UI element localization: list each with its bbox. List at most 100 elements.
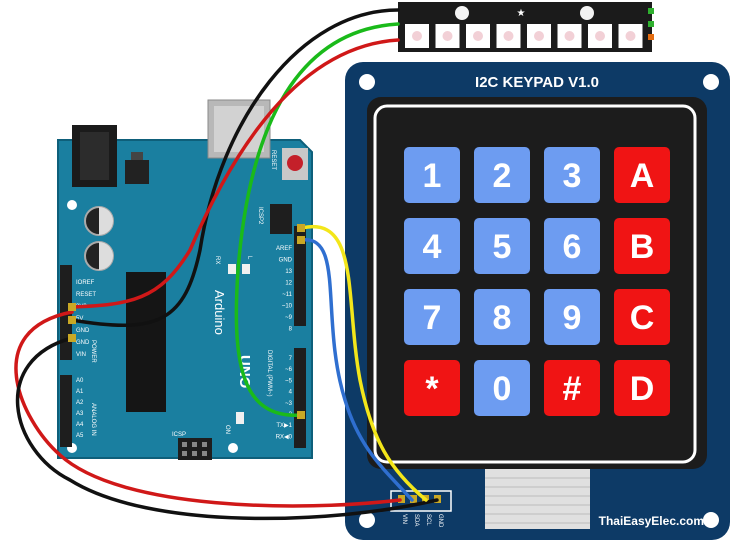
star-icon: ★ [517, 8, 526, 19]
pin-label: ~11 [282, 292, 292, 298]
pin-label: 5V [76, 316, 83, 322]
icsp2-header [270, 204, 292, 234]
key-2[interactable]: 2 [474, 147, 530, 203]
digital-header-top [294, 226, 306, 326]
key-0[interactable]: 0 [474, 360, 530, 416]
key-8[interactable]: 8 [474, 289, 530, 345]
wire-black-keypad-gnd [16, 336, 439, 521]
arduino-brand: Arduino [212, 290, 227, 335]
key-face [544, 289, 600, 345]
pin-label: GND [279, 258, 293, 264]
led-die [625, 31, 636, 41]
key-3[interactable]: 3 [544, 147, 600, 203]
pin-label: A1 [76, 389, 84, 395]
key-face [474, 289, 530, 345]
key-6[interactable]: 6 [544, 218, 600, 274]
key-9[interactable]: 9 [544, 289, 600, 345]
led-die [412, 31, 422, 41]
key-label: 3 [563, 157, 582, 195]
led-die [564, 31, 575, 41]
on-led [236, 412, 244, 424]
key-label: A [630, 157, 655, 195]
digital-header-bottom [294, 348, 306, 448]
pin-label: 4 [289, 390, 293, 396]
on-label: ON [224, 425, 230, 434]
keypad-pin [398, 495, 405, 503]
pin-label: 13 [285, 269, 292, 275]
pin-label: GND [76, 340, 90, 346]
key-label: 4 [423, 228, 442, 266]
analog-section-label: ANALOG IN [90, 403, 96, 436]
l-label: L [246, 256, 252, 260]
key-C[interactable]: C [614, 289, 670, 345]
led-die [442, 31, 453, 41]
key-face [614, 218, 670, 274]
pin-label: ~3 [285, 401, 293, 407]
led-die [595, 31, 605, 41]
key-label: 5 [493, 228, 512, 266]
key-label: 7 [423, 299, 442, 337]
wire-red-keypad-vin [14, 310, 402, 508]
pin-label: IOREF [76, 280, 95, 286]
key-D[interactable]: D [614, 360, 670, 416]
key-face [404, 218, 460, 274]
pin-label: ~10 [282, 304, 293, 310]
pin-label: TX▶1 [276, 423, 292, 429]
key-1[interactable]: 1 [404, 147, 460, 203]
keypad-title: I2C KEYPAD V1.0 [475, 74, 599, 91]
pin-label: ~9 [285, 315, 293, 321]
pin-label: VIN [76, 352, 86, 358]
icsp-label: ICSP [172, 432, 186, 438]
neopixel-strip: ★ [398, 2, 654, 52]
key-#[interactable]: # [544, 360, 600, 416]
key-*[interactable]: * [404, 360, 460, 416]
wire-red-strip-power [70, 38, 400, 309]
key-5[interactable]: 5 [474, 218, 530, 274]
pin-label: 8 [289, 327, 293, 333]
wire-blue-sda [300, 238, 414, 502]
keypad-pin-label: GND [437, 514, 443, 528]
led-die [503, 31, 514, 41]
arduino-uno-board: RESET ICSP2 RX L Arduino UNO ON ICSP IOR… [57, 99, 313, 460]
key-label: 2 [493, 157, 512, 195]
wires [14, 8, 439, 521]
wire-yellow-scl [300, 224, 428, 502]
wire-green-strip-data [234, 22, 400, 417]
key-4[interactable]: 4 [404, 218, 460, 274]
keypad-pin-label: SDA [413, 514, 419, 526]
digital-section-label: DIGITAL (PWM~) [266, 350, 272, 397]
key-7[interactable]: 7 [404, 289, 460, 345]
key-face [614, 147, 670, 203]
key-face [614, 289, 670, 345]
key-B[interactable]: B [614, 218, 670, 274]
key-label: 6 [563, 228, 582, 266]
pin-label: RX◀0 [276, 434, 293, 440]
key-label: 9 [563, 299, 582, 337]
key-label: # [563, 370, 582, 408]
key-face [404, 289, 460, 345]
key-face [544, 360, 600, 416]
analog-header [60, 375, 72, 447]
keypad-brand: ThaiEasyElec.com [599, 514, 704, 528]
key-label: * [425, 370, 439, 408]
key-A[interactable]: A [614, 147, 670, 203]
keypad-pin-label: SCL [425, 514, 431, 526]
voltage-regulator [125, 160, 149, 184]
led-pixels [405, 24, 643, 48]
key-face [614, 360, 670, 416]
key-face [404, 147, 460, 203]
key-face [544, 218, 600, 274]
key-face [474, 360, 530, 416]
key-label: B [630, 228, 655, 266]
pin-label: A4 [76, 422, 84, 428]
key-face [474, 147, 530, 203]
pin-label: ~6 [285, 367, 293, 373]
reset-label: RESET [270, 150, 276, 170]
key-label: 1 [423, 157, 442, 195]
pin-label: ~5 [285, 378, 293, 384]
